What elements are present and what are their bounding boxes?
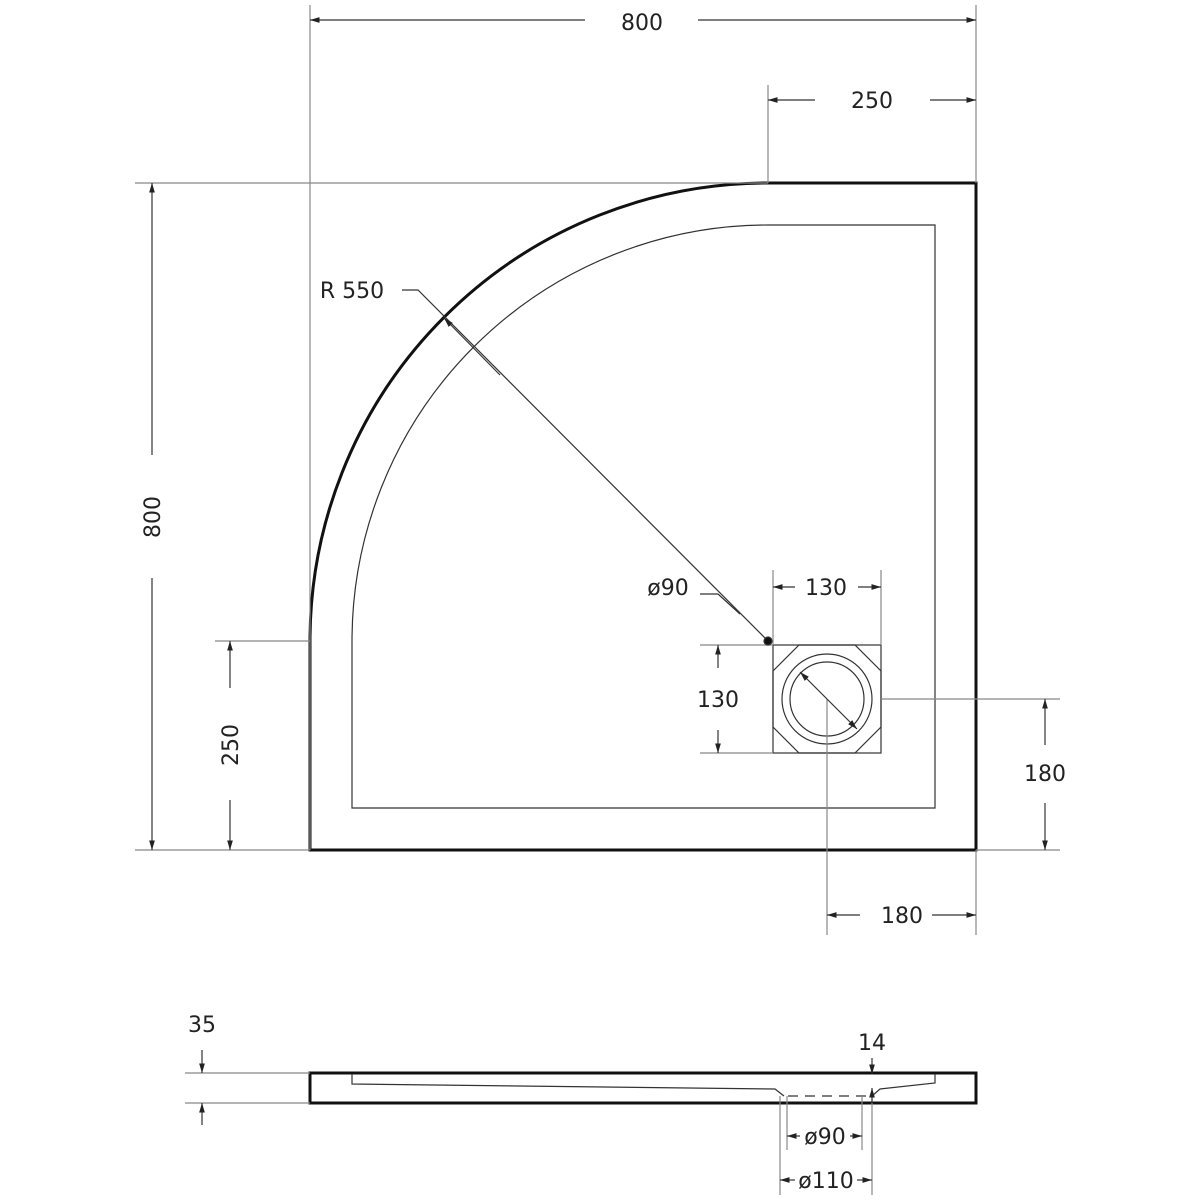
top-straight-dimension: 250 (851, 89, 893, 114)
side-straight-dimension: 250 (219, 724, 244, 766)
drain-offset-x-dimension: 180 (881, 904, 923, 929)
inner-diameter-dimension: ø90 (804, 1125, 845, 1150)
drain-depth-dimension: 14 (858, 1031, 886, 1056)
drain-offset-y-dimension: 180 (1024, 762, 1066, 787)
drain-box-height-dimension: 130 (697, 688, 739, 713)
radius-dimension: R 550 (320, 279, 384, 304)
plan-view: 800 250 800 250 R 550 ø90 130 130 180 18… (135, 5, 1066, 935)
tray-inner-basin (351, 224, 936, 809)
depth-dimension: 800 (141, 496, 166, 538)
outer-diameter-dimension: ø110 (798, 1169, 853, 1194)
width-dimension: 800 (621, 11, 663, 36)
tray-profile (308, 1071, 978, 1105)
side-view: 35 14 ø90 ø110 (185, 1013, 978, 1195)
drain-diameter-dimension: ø90 (647, 576, 688, 601)
tray-outline (308, 181, 978, 852)
height-dimension: 35 (188, 1013, 216, 1038)
drain-box-width-dimension: 130 (805, 576, 847, 601)
